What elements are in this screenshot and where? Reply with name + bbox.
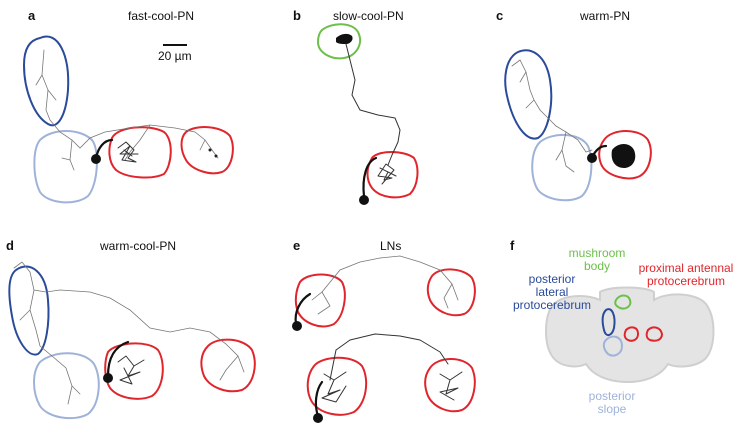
- panel-a-neuron-tuft: [117, 141, 139, 163]
- panel-e-upper-axon: [294, 292, 312, 326]
- brain-outline: [545, 286, 715, 384]
- plp-outline: [22, 35, 70, 127]
- pap-shape-right: [645, 326, 664, 342]
- panel-f-letter: f: [510, 238, 515, 253]
- panel-e-title: LNs: [380, 239, 401, 253]
- panel-e-lower-axon: [314, 380, 324, 418]
- plp-outline: [504, 49, 553, 140]
- ps-outline: [33, 352, 100, 420]
- panel-a: a fast-cool-PN 20 µm: [22, 8, 234, 204]
- panel-d-title: warm-cool-PN: [99, 239, 176, 253]
- ps-outline: [531, 134, 593, 202]
- panel-a-bouton: [208, 148, 212, 152]
- panel-c-title: warm-PN: [579, 9, 630, 23]
- panel-c-tuft-blob: [611, 144, 636, 168]
- panel-a-letter: a: [28, 8, 36, 23]
- pap-outline: [598, 130, 652, 180]
- mushroom-body-outline: [316, 23, 362, 60]
- label-plp-line2: lateral: [536, 285, 569, 299]
- panel-c-letter: c: [496, 8, 503, 23]
- panel-c: c warm-PN: [496, 8, 652, 202]
- panel-e-lower-tuft-right: [439, 371, 463, 401]
- panel-f: f mushroom body proximal antennal protoc…: [510, 238, 733, 416]
- panel-b-letter: b: [293, 8, 301, 23]
- panel-b-calyx-blob: [336, 33, 353, 44]
- pap-outline-upper-left: [294, 273, 346, 328]
- pap-outline: [366, 151, 419, 199]
- panel-a-soma: [91, 154, 101, 164]
- panel-a-neuron-branches: [35, 49, 219, 171]
- pap-outline-right: [180, 126, 234, 175]
- panel-d-tuft: [117, 355, 145, 385]
- pap-outline-left: [108, 126, 172, 179]
- panel-b-tract: [345, 43, 401, 166]
- mushroom-body-shape: [614, 294, 632, 310]
- label-ps-line1: posterior: [589, 389, 636, 403]
- panel-b-axon: [362, 156, 378, 198]
- panel-e-letter: e: [293, 238, 300, 253]
- panel-e: e LNs: [292, 238, 476, 423]
- panel-e-lower-tract: [329, 333, 449, 381]
- pap-outline-lower-right: [424, 358, 476, 413]
- label-mushroom-line2: body: [584, 259, 610, 273]
- panel-e-lower-tuft-left: [321, 371, 347, 403]
- panel-d-soma: [103, 373, 113, 383]
- panel-c-soma: [587, 153, 597, 163]
- panel-c-neuron-branches: [511, 59, 593, 173]
- panel-d-axon: [106, 340, 130, 378]
- label-mushroom-line1: mushroom: [569, 246, 626, 260]
- panel-b: b slow-cool-PN: [293, 8, 419, 205]
- label-plp-line3: protocerebrum: [513, 298, 591, 312]
- panel-a-bouton: [214, 154, 218, 158]
- label-ps-line2: slope: [598, 402, 627, 416]
- panel-e-upper-branches: [311, 255, 459, 315]
- panel-d-neuron-branches: [13, 261, 245, 405]
- scale-bar-label: 20 µm: [158, 49, 192, 63]
- plp-shape: [601, 308, 616, 336]
- panel-e-lower-soma: [313, 413, 323, 423]
- label-pap-line2: protocerebrum: [647, 274, 725, 288]
- ps-outline: [33, 130, 98, 204]
- pap-shape-left: [623, 326, 640, 342]
- pap-outline-lower-left: [306, 356, 368, 416]
- panel-b-soma: [359, 195, 369, 205]
- ps-shape: [602, 335, 624, 357]
- panel-d-letter: d: [6, 238, 14, 253]
- label-pap-line1: proximal antennal: [639, 261, 734, 275]
- pap-outline-right: [200, 338, 256, 393]
- panel-a-title: fast-cool-PN: [128, 9, 194, 23]
- panel-e-upper-soma: [292, 321, 302, 331]
- plp-outline: [8, 265, 50, 356]
- pap-outline-upper-right: [426, 268, 476, 317]
- panel-d: d warm-cool-PN: [6, 238, 256, 420]
- label-plp-line1: posterior: [529, 272, 576, 286]
- panel-b-tuft: [377, 163, 397, 185]
- panel-b-title: slow-cool-PN: [333, 9, 404, 23]
